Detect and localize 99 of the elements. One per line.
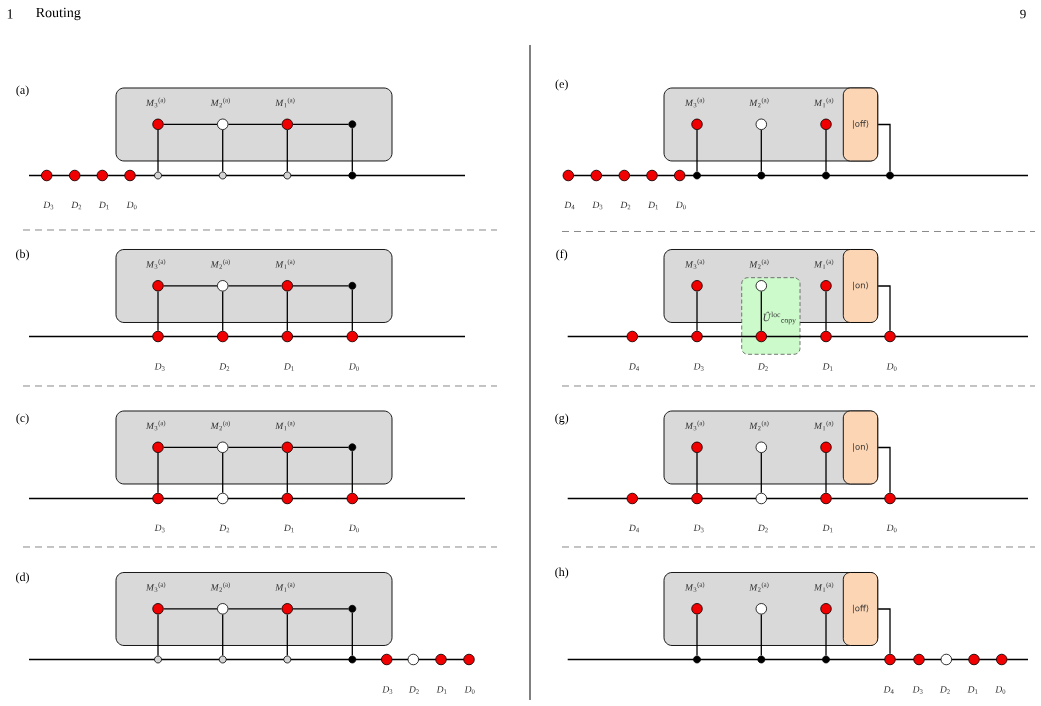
connector-line bbox=[696, 613, 698, 657]
dot-label: D$_{3}$ bbox=[382, 686, 393, 694]
connector-line bbox=[157, 129, 159, 173]
connector-line bbox=[292, 285, 350, 287]
dot-label: D$_{3}$ bbox=[693, 524, 704, 533]
dot-label: D$_{3}$ bbox=[592, 201, 603, 210]
panel-label: (a) bbox=[16, 85, 29, 97]
connector-line bbox=[163, 123, 218, 125]
connector-line bbox=[760, 129, 762, 173]
dot-label: D$_{2}$ bbox=[408, 686, 419, 694]
connector-line bbox=[292, 446, 350, 448]
dot-label: D$_{2}$ bbox=[219, 363, 230, 371]
dot-label: D$_{3}$ bbox=[693, 363, 704, 371]
dot-label: D$_{2}$ bbox=[939, 686, 950, 694]
dot-label: D$_{1}$ bbox=[822, 524, 833, 533]
connector-line bbox=[877, 608, 891, 655]
connector-line bbox=[157, 290, 159, 332]
connector-line bbox=[286, 129, 288, 173]
state-box: |on⟩ bbox=[842, 249, 879, 323]
connector-line bbox=[696, 452, 698, 494]
connector-line bbox=[760, 452, 762, 494]
panel-label: (f) bbox=[556, 249, 568, 261]
state-box: |on⟩ bbox=[842, 410, 879, 485]
state-box: |off⟩ bbox=[842, 572, 879, 646]
connector-line bbox=[760, 613, 762, 657]
state-box: |off⟩ bbox=[842, 87, 879, 162]
connector-line bbox=[877, 123, 891, 173]
connector-line bbox=[351, 612, 353, 657]
connector-line bbox=[825, 452, 827, 494]
dot-label: D$_{4}$ bbox=[628, 524, 640, 533]
dot-label: D$_{2}$ bbox=[757, 363, 768, 371]
connector-line bbox=[227, 123, 283, 125]
dot-label: D$_{0}$ bbox=[886, 363, 897, 371]
dot-label: D$_{2}$ bbox=[620, 201, 631, 210]
connector-line bbox=[696, 129, 698, 173]
connector-line bbox=[351, 450, 353, 494]
connector-line bbox=[157, 452, 159, 494]
connector-line bbox=[222, 290, 224, 332]
module-box bbox=[115, 572, 393, 646]
panel-label: (g) bbox=[555, 413, 569, 425]
connector-line bbox=[351, 127, 353, 173]
dot-label: D$_{1}$ bbox=[822, 363, 833, 371]
connector-line bbox=[825, 129, 827, 173]
connector-line bbox=[163, 285, 218, 287]
connector-line bbox=[222, 452, 224, 494]
panel-label: (b) bbox=[16, 249, 29, 261]
panel-label: (d) bbox=[16, 572, 29, 584]
dot-label: D$_{2}$ bbox=[757, 524, 768, 533]
connector-line bbox=[825, 290, 827, 332]
dot-label: D$_{3}$ bbox=[154, 363, 165, 371]
dot-label: D$_{1}$ bbox=[967, 686, 978, 694]
connector-line bbox=[292, 608, 350, 610]
panel-label: (c) bbox=[16, 413, 29, 425]
panel-label: (h) bbox=[555, 567, 569, 579]
dot-label: D$_{0}$ bbox=[126, 201, 137, 210]
dot-label: D$_{1}$ bbox=[436, 686, 447, 694]
dot-label: D$_{3}$ bbox=[154, 524, 165, 533]
connector-line bbox=[286, 452, 288, 494]
section-title: Routing bbox=[36, 7, 81, 21]
connector-line bbox=[227, 285, 283, 287]
dot-label: D$_{1}$ bbox=[283, 524, 294, 533]
dot-label: D$_{3}$ bbox=[912, 686, 923, 694]
connector-line bbox=[227, 446, 283, 448]
dot-label: D$_{0}$ bbox=[886, 524, 897, 533]
dot-label: D$_{1}$ bbox=[283, 363, 294, 371]
dot-label: D$_{4}$ bbox=[564, 201, 575, 210]
module-box bbox=[115, 410, 393, 485]
connector-line bbox=[286, 290, 288, 332]
connector-line bbox=[877, 446, 891, 494]
connector-line bbox=[222, 613, 224, 657]
dot-label: D$_{0}$ bbox=[464, 686, 475, 694]
page-number: 9 bbox=[1020, 9, 1026, 19]
module-box bbox=[115, 249, 393, 323]
dot-label: D$_{0}$ bbox=[348, 363, 359, 371]
dot-label: D$_{0}$ bbox=[995, 686, 1006, 694]
connector-line bbox=[157, 613, 159, 657]
dot-label: D$_{1}$ bbox=[648, 201, 658, 210]
connector-line bbox=[696, 290, 698, 332]
dot-label: D$_{3}$ bbox=[43, 201, 54, 210]
dot-label: D$_{0}$ bbox=[675, 201, 686, 210]
connector-line bbox=[163, 608, 218, 610]
section-number: 1 bbox=[7, 9, 13, 19]
connector-line bbox=[286, 613, 288, 657]
dot-label: D$_{4}$ bbox=[628, 363, 640, 371]
connector-line bbox=[825, 613, 827, 657]
panel-label: (e) bbox=[555, 79, 568, 91]
dot-label: D$_{1}$ bbox=[98, 201, 109, 210]
connector-line bbox=[760, 290, 762, 332]
connector-line bbox=[292, 123, 350, 125]
dot-label: D$_{2}$ bbox=[219, 524, 230, 533]
connector-line bbox=[877, 285, 891, 332]
connector-line bbox=[351, 289, 353, 332]
dot-label: D$_{0}$ bbox=[348, 524, 359, 533]
connector-line bbox=[163, 446, 218, 448]
module-box bbox=[115, 87, 393, 162]
dot-label: D$_{4}$ bbox=[883, 686, 894, 694]
connector-line bbox=[222, 129, 224, 173]
dot-label: D$_{2}$ bbox=[71, 201, 82, 210]
connector-line bbox=[227, 608, 283, 610]
